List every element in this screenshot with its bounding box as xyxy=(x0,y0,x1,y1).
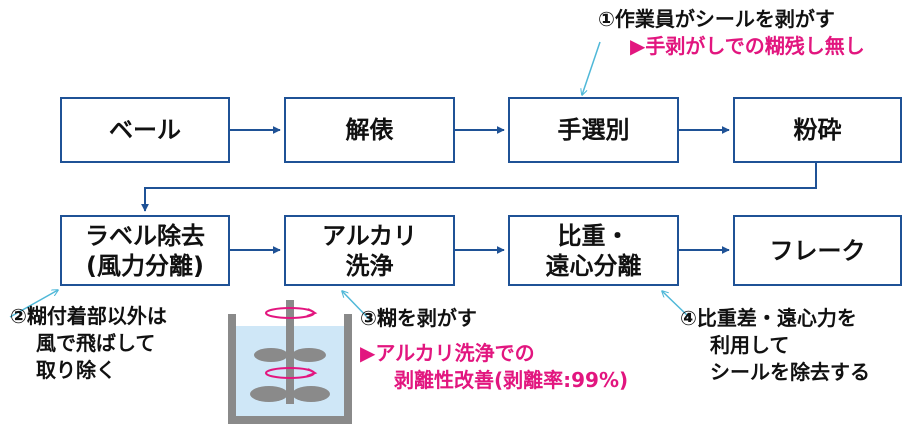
step-alkali-wash-line1: アルカリ xyxy=(321,221,418,250)
leader-note2 xyxy=(9,290,58,318)
step-label-removal-line1: ラベル除去 xyxy=(85,221,205,250)
step-gravity-separation: 比重・ 遠心分離 xyxy=(508,215,679,286)
step-alkali-wash: アルカリ 洗浄 xyxy=(284,215,455,286)
note-2-line1: ②糊付着部以外は xyxy=(10,304,167,328)
step-gravity-separation-line1: 比重・ xyxy=(557,221,630,250)
step-label-removal-line2: (風力分離) xyxy=(86,251,204,280)
leader-note4 xyxy=(662,291,691,319)
note-2-line3: 取り除く xyxy=(36,358,116,382)
step-bale-label: ベール xyxy=(109,116,181,144)
washing-tank-icon xyxy=(228,300,352,424)
step-hand-sort-label: 手選別 xyxy=(557,116,630,144)
step-unbale: 解俵 xyxy=(284,97,455,163)
step-gravity-separation-line2: 遠心分離 xyxy=(545,251,642,280)
note-3-highlight-2: 剥離性改善(剥離率:99%) xyxy=(394,368,629,392)
step-unbale-label: 解俵 xyxy=(345,116,394,144)
leader-note3 xyxy=(342,291,371,321)
step-flake: フレーク xyxy=(733,215,902,286)
step-hand-sort: 手選別 xyxy=(508,97,679,163)
step-flake-label: フレーク xyxy=(769,236,866,265)
arrow-crush-to-label-removal xyxy=(141,163,817,212)
step-label-removal: ラベル除去 (風力分離) xyxy=(60,215,230,286)
note-3-text: ③糊を剥がす xyxy=(360,306,477,330)
note-3-highlight-1: ▶アルカリ洗浄での xyxy=(360,341,535,365)
note-1-text: ①作業員がシールを剥がす xyxy=(598,7,835,31)
note-4: ④比重差・遠心力を 利用して シールを除去する xyxy=(680,305,870,386)
note-2-line2: 風で飛ばして xyxy=(36,331,156,355)
note-4-line1: ④比重差・遠心力を xyxy=(680,306,857,330)
note-2: ②糊付着部以外は 風で飛ばして 取り除く xyxy=(10,303,167,384)
note-4-line3: シールを除去する xyxy=(710,360,870,384)
step-bale: ベール xyxy=(60,97,230,163)
note-1: ①作業員がシールを剥がす ▶手剥がしでの糊残し無し xyxy=(598,6,865,60)
note-3: ③糊を剥がす ▶アルカリ洗浄での 剥離性改善(剥離率:99%) xyxy=(360,305,628,394)
step-alkali-wash-line2: 洗浄 xyxy=(345,251,394,280)
step-crush-label: 粉砕 xyxy=(793,116,842,144)
step-crush: 粉砕 xyxy=(733,97,902,163)
leader-note1 xyxy=(582,41,601,95)
note-4-line2: 利用して xyxy=(710,333,790,357)
note-1-highlight: ▶手剥がしでの糊残し無し xyxy=(630,34,865,58)
